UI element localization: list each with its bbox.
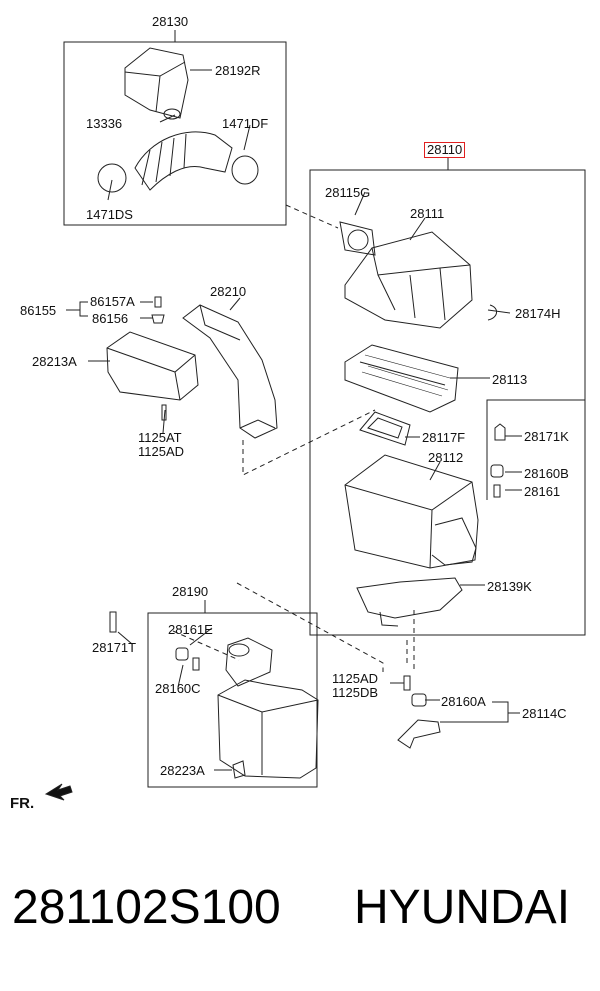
- hose-clamp-left: [97, 163, 127, 193]
- label-28160B: 28160B: [524, 466, 569, 481]
- label-86155: 86155: [20, 303, 57, 318]
- label-86157A: 86157A: [90, 294, 135, 309]
- bolt-1125AT: [161, 404, 167, 421]
- label-1471DF: 1471DF: [222, 116, 269, 131]
- label-28190: 28190: [172, 584, 209, 599]
- label-28117F: 28117F: [422, 430, 466, 445]
- seal-28117F: [359, 411, 411, 446]
- label-1471DS: 1471DS: [86, 207, 133, 222]
- intake-duct-cover: [124, 47, 189, 119]
- bolt-86157A: [154, 296, 162, 308]
- air-cleaner-cover: [344, 231, 473, 329]
- bolt-28171T: [109, 611, 117, 633]
- resonator-group-box: [147, 612, 318, 788]
- label-28139K: 28139K: [487, 579, 532, 594]
- bolt-1125AD: [403, 675, 411, 691]
- label-1125AT: 1125AT: [138, 430, 182, 445]
- label-28161E: 28161E: [168, 622, 213, 637]
- label-28112: 28112: [428, 450, 464, 465]
- label-28192R: 28192R: [215, 63, 261, 78]
- bolt-28171K: [494, 423, 506, 441]
- label-86156: 86156: [92, 311, 129, 326]
- label-28171K: 28171K: [524, 429, 569, 444]
- label-28161: 28161: [524, 484, 561, 499]
- front-arrow-icon: [44, 783, 73, 801]
- air-duct-28210: [182, 304, 278, 439]
- label-1125AD-right: 1125AD: [332, 671, 379, 686]
- hose-clamp-right: [231, 155, 259, 185]
- bracket-28114C: [397, 719, 441, 749]
- label-28160C: 28160C: [155, 681, 201, 696]
- clip-28223A: [232, 760, 246, 779]
- pin-28161: [493, 484, 501, 498]
- bracket-28213A: [106, 331, 199, 401]
- label-28114C: 28114C: [522, 706, 567, 721]
- label-28160A: 28160A: [441, 694, 486, 709]
- grommet-28160C: [175, 647, 189, 661]
- diagram-drawing: [44, 30, 586, 801]
- label-28174H: 28174H: [515, 306, 561, 321]
- grommet-28160B: [490, 464, 504, 478]
- label-13336: 13336: [86, 116, 123, 131]
- label-28130: 28130: [152, 14, 189, 29]
- lower-tray: [356, 577, 463, 619]
- label-28223A: 28223A: [160, 763, 205, 778]
- air-intake-hose: [134, 131, 233, 191]
- brand-name: HYUNDAI: [354, 881, 571, 934]
- part-number: 281102S100: [12, 881, 281, 934]
- pin-28161E: [192, 657, 200, 671]
- label-28213A: 28213A: [32, 354, 77, 369]
- front-direction-label: FR.: [10, 795, 35, 812]
- label-28171T: 28171T: [92, 640, 137, 655]
- clip-28174H: [487, 304, 497, 321]
- air-filter-element: [344, 344, 459, 413]
- clip-86156: [151, 314, 165, 324]
- label-28111: 28111: [410, 206, 445, 221]
- label-28113: 28113: [492, 372, 528, 387]
- footer: 281102S100 HYUNDAI: [0, 880, 600, 950]
- resonator-bracket: [225, 637, 273, 687]
- air-cleaner-body: [344, 454, 479, 569]
- grommet-28160A: [411, 693, 427, 707]
- air-cleaner-gasket: [339, 221, 376, 256]
- label-1125DB: 1125DB: [332, 685, 379, 700]
- label-28210: 28210: [210, 284, 247, 299]
- clamp-13336: [163, 108, 181, 120]
- label-28115G: 28115G: [325, 185, 371, 200]
- label-1125AD-left: 1125AD: [138, 444, 185, 459]
- exploded-parts-diagram: 28130 28192R 13336 1471DF 1471DS 28110 2…: [10, 14, 586, 812]
- label-28110-highlighted: 28110: [424, 142, 466, 158]
- resonator-28190: [217, 679, 319, 779]
